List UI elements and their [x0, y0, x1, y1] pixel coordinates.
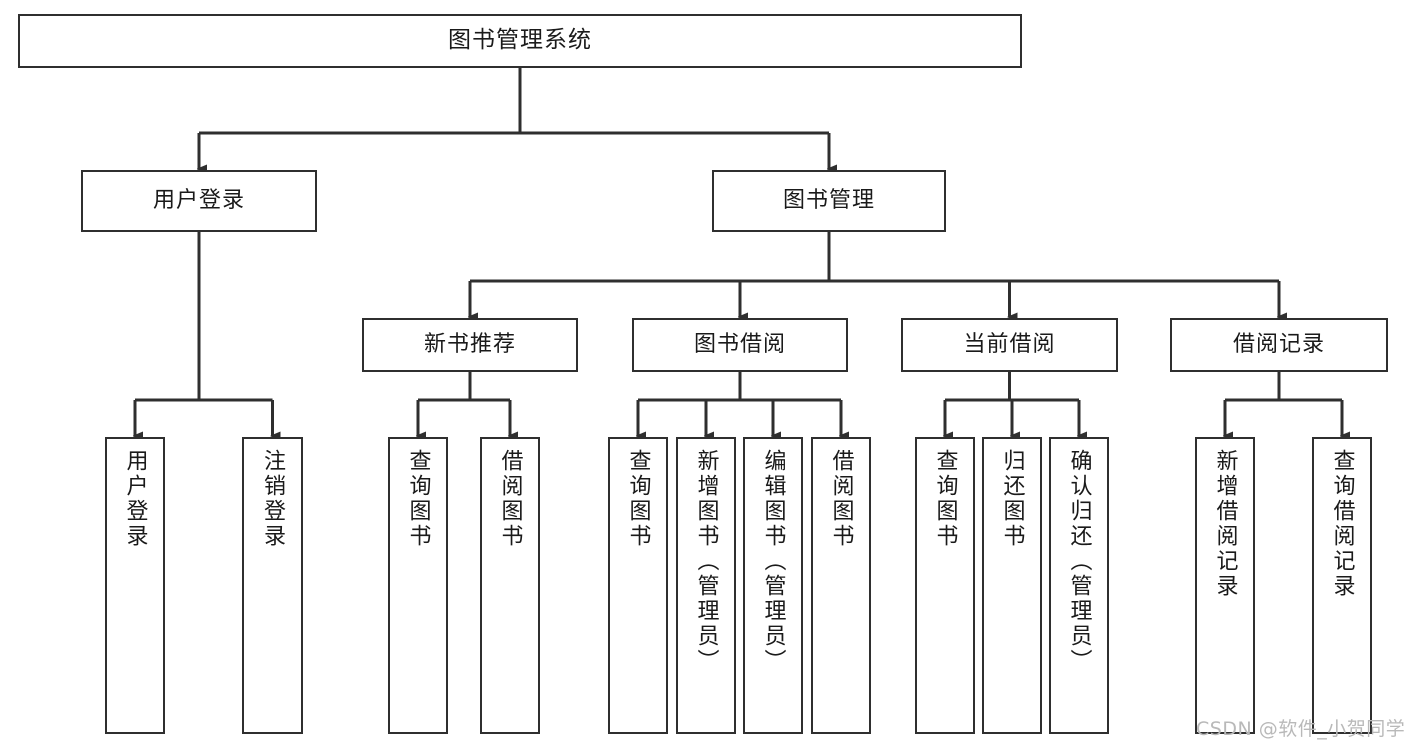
node-label: 新增借阅记录 [1212, 449, 1238, 599]
node-login[interactable]: 用户登录 [81, 170, 317, 232]
node-leaf-borrow-2[interactable]: 新增图书（管理员） [676, 437, 736, 734]
node-label: 借阅图书 [497, 449, 523, 549]
node-label: 用户登录 [122, 449, 148, 549]
node-records[interactable]: 借阅记录 [1170, 318, 1388, 372]
node-borrow[interactable]: 图书借阅 [632, 318, 848, 372]
node-label: 注销登录 [260, 449, 286, 549]
node-label: 查询借阅记录 [1329, 449, 1355, 599]
node-leaf-newbook-1[interactable]: 查询图书 [388, 437, 448, 734]
node-label: 查询图书 [405, 449, 431, 549]
node-label: 图书管理 [782, 187, 875, 213]
node-leaf-current-2[interactable]: 归还图书 [982, 437, 1042, 734]
node-newbook[interactable]: 新书推荐 [362, 318, 578, 372]
node-label: 归还图书 [999, 449, 1025, 549]
node-label: 图书管理系统 [448, 27, 592, 54]
node-leaf-current-3[interactable]: 确认归还（管理员） [1049, 437, 1109, 734]
node-label: 图书借阅 [693, 331, 786, 357]
node-leaf-borrow-3[interactable]: 编辑图书（管理员） [743, 437, 803, 734]
node-label: 借阅记录 [1232, 331, 1325, 357]
node-label: 新书推荐 [423, 331, 516, 357]
node-leaf-login-2[interactable]: 注销登录 [242, 437, 303, 734]
node-label: 查询图书 [932, 449, 958, 549]
node-label: 用户登录 [152, 187, 245, 213]
node-leaf-login-1[interactable]: 用户登录 [105, 437, 165, 734]
node-current[interactable]: 当前借阅 [901, 318, 1118, 372]
node-label: 查询图书 [625, 449, 651, 549]
node-label: 确认归还（管理员） [1066, 449, 1092, 674]
node-leaf-newbook-2[interactable]: 借阅图书 [480, 437, 540, 734]
node-label: 编辑图书（管理员） [760, 449, 786, 674]
node-leaf-records-2[interactable]: 查询借阅记录 [1312, 437, 1372, 734]
node-root[interactable]: 图书管理系统 [18, 14, 1022, 68]
node-label: 当前借阅 [963, 331, 1056, 357]
node-leaf-borrow-4[interactable]: 借阅图书 [811, 437, 871, 734]
node-bookmgmt[interactable]: 图书管理 [712, 170, 946, 232]
node-leaf-records-1[interactable]: 新增借阅记录 [1195, 437, 1255, 734]
node-label: 借阅图书 [828, 449, 854, 549]
node-leaf-current-1[interactable]: 查询图书 [915, 437, 975, 734]
node-label: 新增图书（管理员） [693, 449, 719, 674]
node-leaf-borrow-1[interactable]: 查询图书 [608, 437, 668, 734]
